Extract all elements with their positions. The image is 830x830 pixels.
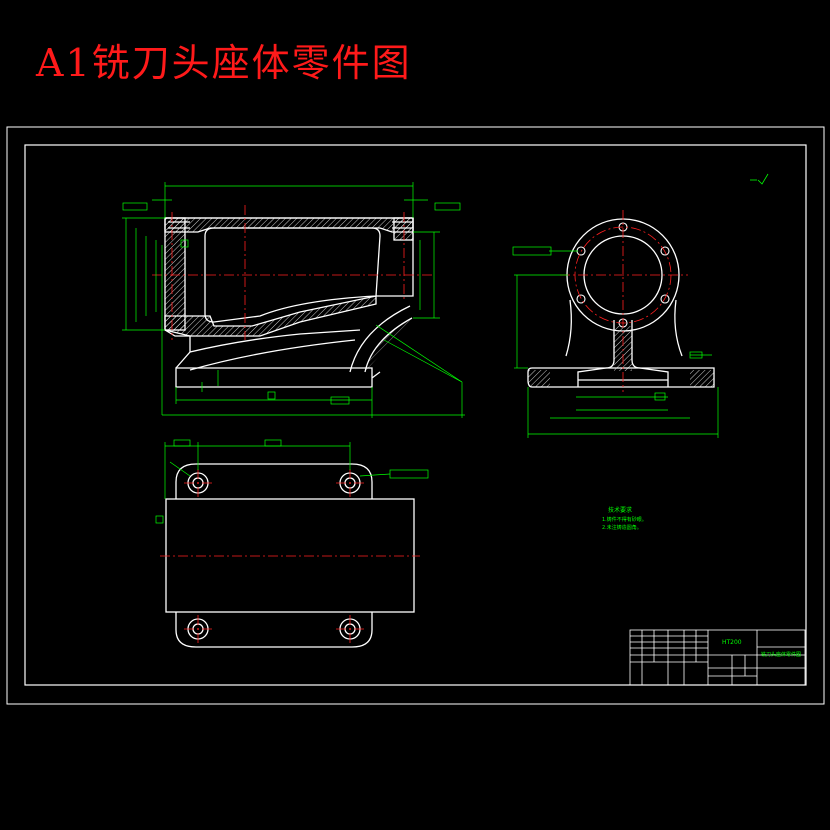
side-support-right <box>674 299 683 357</box>
front-bore <box>204 227 381 323</box>
top-centerlines <box>160 469 420 643</box>
technical-note-1: 1.铸件不得有砂眼。 <box>602 517 647 523</box>
front-rib-curve-3 <box>349 305 411 373</box>
right-flange <box>393 217 414 241</box>
front-section-view <box>164 217 414 388</box>
sheet-outer-border <box>6 126 825 705</box>
drawing-title: A1铣刀头座体零件图 <box>36 41 412 85</box>
side-base-hatch-left <box>528 370 550 387</box>
front-rib-curve-4 <box>364 317 413 373</box>
front-centerlines <box>152 205 432 340</box>
side-base-hatch-right <box>690 370 714 387</box>
left-flange <box>164 217 186 331</box>
top-lower-lug <box>175 612 373 648</box>
sheet-inner-border <box>24 144 807 686</box>
top-body <box>165 498 415 613</box>
front-rib-curve-1 <box>189 329 361 353</box>
side-centerlines <box>560 210 688 392</box>
title-block <box>629 629 806 686</box>
top-dimensions <box>155 439 429 524</box>
top-view <box>165 463 415 648</box>
title-block-part-name: 铣刀头座体零件图 <box>761 652 802 658</box>
side-view <box>527 218 715 388</box>
side-support-left <box>565 299 572 357</box>
technical-notes-heading: 技术要求 <box>608 507 633 514</box>
side-dimensions <box>512 246 719 438</box>
front-slot-right <box>392 221 412 229</box>
side-web-hatch <box>614 326 632 371</box>
front-base <box>175 367 381 388</box>
front-dimensions <box>122 182 465 418</box>
technical-note-2: 2.未注铸造圆角。 <box>602 525 642 531</box>
front-rib-curve-2 <box>189 339 356 371</box>
top-upper-lug <box>175 463 373 499</box>
front-top-wall-hatch <box>164 217 414 233</box>
roughness-symbol <box>750 173 769 185</box>
front-bottom-wall-hatch <box>164 295 377 337</box>
title-block-material: HT200 <box>722 639 742 646</box>
